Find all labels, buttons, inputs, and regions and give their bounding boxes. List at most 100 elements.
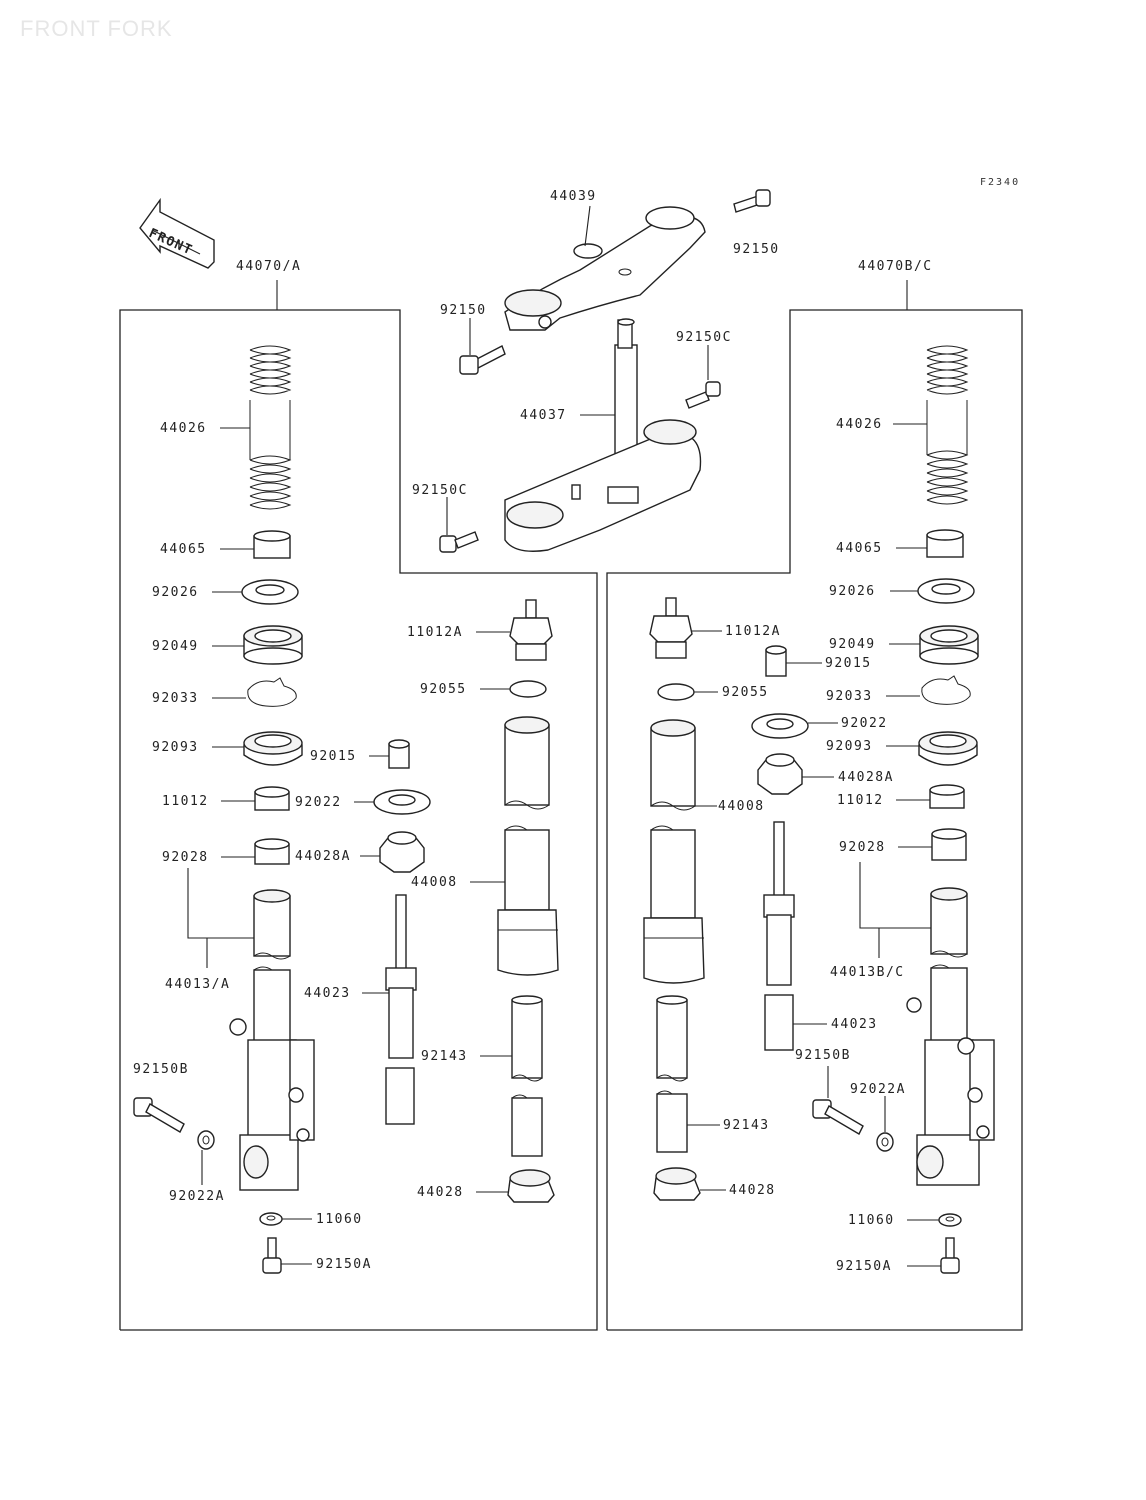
washer-92022-right [751,713,809,739]
dust-seal-92093-left [243,731,303,766]
label-92143-right: 92143 [723,1118,770,1133]
label-44026-right: 44026 [836,417,883,432]
label-92150c-lower: 92150C [412,483,468,498]
washer-92022a-right [876,1132,894,1152]
label-92055-left: 92055 [420,682,467,697]
spacer-92015-right [765,645,787,677]
spring-right [926,345,969,505]
label-11012-right: 11012 [837,793,884,808]
label-92022a-right: 92022A [850,1082,906,1097]
label-44028a-right: 44028A [838,770,894,785]
outer-slider-left [229,966,315,1191]
label-92093-right: 92093 [826,739,873,754]
label-92150a-right: 92150A [836,1259,892,1274]
figure-code: F2340 [980,177,1021,188]
label-11012-left: 11012 [162,794,209,809]
bolt-92150a-right [940,1237,960,1274]
label-92093-left: 92093 [152,740,199,755]
label-44023-left: 44023 [304,986,351,1001]
label-44023-right: 44023 [831,1017,878,1032]
label-92150a-left: 92150A [316,1257,372,1272]
label-92028-left: 92028 [162,850,209,865]
collar-92143-left [511,995,543,1157]
bolt-92150c-right [685,381,721,409]
label-92028-right: 92028 [839,840,886,855]
label-92150b-left: 92150B [133,1062,189,1077]
label-44065-right: 44065 [836,541,883,556]
label-44028a-left: 44028A [295,849,351,864]
bushing-11012-left [254,786,290,811]
seal-92049-right [919,625,979,665]
damper-rod-left [385,894,417,1125]
label-92026-left: 92026 [152,585,199,600]
inner-tube-right [930,887,968,958]
upper-bracket [504,206,706,331]
bolt-92150-left [459,345,506,375]
fork-tube-44008-right [643,719,705,984]
label-11060-right: 11060 [848,1213,895,1228]
washer-92022-left [373,789,431,815]
piece-44028-left [507,1169,555,1203]
label-44008-left: 44008 [411,875,458,890]
label-92150-left: 92150 [440,303,487,318]
label-92055-right: 92055 [722,685,769,700]
label-44026-left: 44026 [160,421,207,436]
label-11012a-right: 11012A [725,624,781,639]
bushing-92028-right [931,828,967,861]
label-92150b-right: 92150B [795,1048,851,1063]
label-44037: 44037 [520,408,567,423]
front-arrow: FRONT [139,197,215,269]
frame-right [606,309,1023,1331]
label-92143-left: 92143 [421,1049,468,1064]
oring-92055-left [509,680,547,698]
collar-92143-right [656,995,688,1153]
bolt-92150a-left [262,1237,282,1274]
piece-44028a-left [379,831,425,873]
oring-92055-right [657,683,695,701]
piece-44028-right [653,1167,701,1201]
label-11060-left: 11060 [316,1212,363,1227]
clip-92033-left [247,677,297,707]
label-44008-right: 44008 [718,799,765,814]
label-44070-a: 44070/A [236,259,301,274]
bolt-92150b-left [133,1097,185,1133]
fork-tube-44008-left [497,716,559,976]
valve-11012a-right [649,597,693,659]
label-44028-right: 44028 [729,1183,776,1198]
label-92049-left: 92049 [152,639,199,654]
bolt-92150b-right [812,1099,864,1135]
valve-11012a-left [509,599,553,661]
steering-stem [504,318,702,552]
label-92033-right: 92033 [826,689,873,704]
spring-left [249,345,292,510]
label-92150-top: 92150 [733,242,780,257]
gasket-11060-left [259,1212,283,1226]
piece-44028a-right [757,753,803,795]
washer-92022a-left [197,1130,215,1150]
label-92015-left: 92015 [310,749,357,764]
washer-92026-left [241,579,299,605]
gasket-11060-right [938,1213,962,1227]
bushing-92028-left [254,838,290,865]
collar-44065-left [253,530,291,559]
bolt-92150-top [733,189,771,213]
label-44070b-c: 44070B/C [858,259,933,274]
bushing-11012-right [929,784,965,809]
label-44013-a: 44013/A [165,977,230,992]
dust-seal-92093-right [918,731,978,766]
label-92150c-right: 92150C [676,330,732,345]
inner-tube-left [253,889,291,960]
label-92022-left: 92022 [295,795,342,810]
label-44013b-c: 44013B/C [830,965,905,980]
label-92033-left: 92033 [152,691,199,706]
frame-left [119,309,598,1331]
washer-92026-right [917,578,975,604]
label-44065-left: 44065 [160,542,207,557]
label-44028-left: 44028 [417,1185,464,1200]
label-92026-right: 92026 [829,584,876,599]
label-92022-right: 92022 [841,716,888,731]
spacer-92015-left [388,739,410,769]
outer-slider-right [906,964,995,1186]
label-92015-right: 92015 [825,656,872,671]
